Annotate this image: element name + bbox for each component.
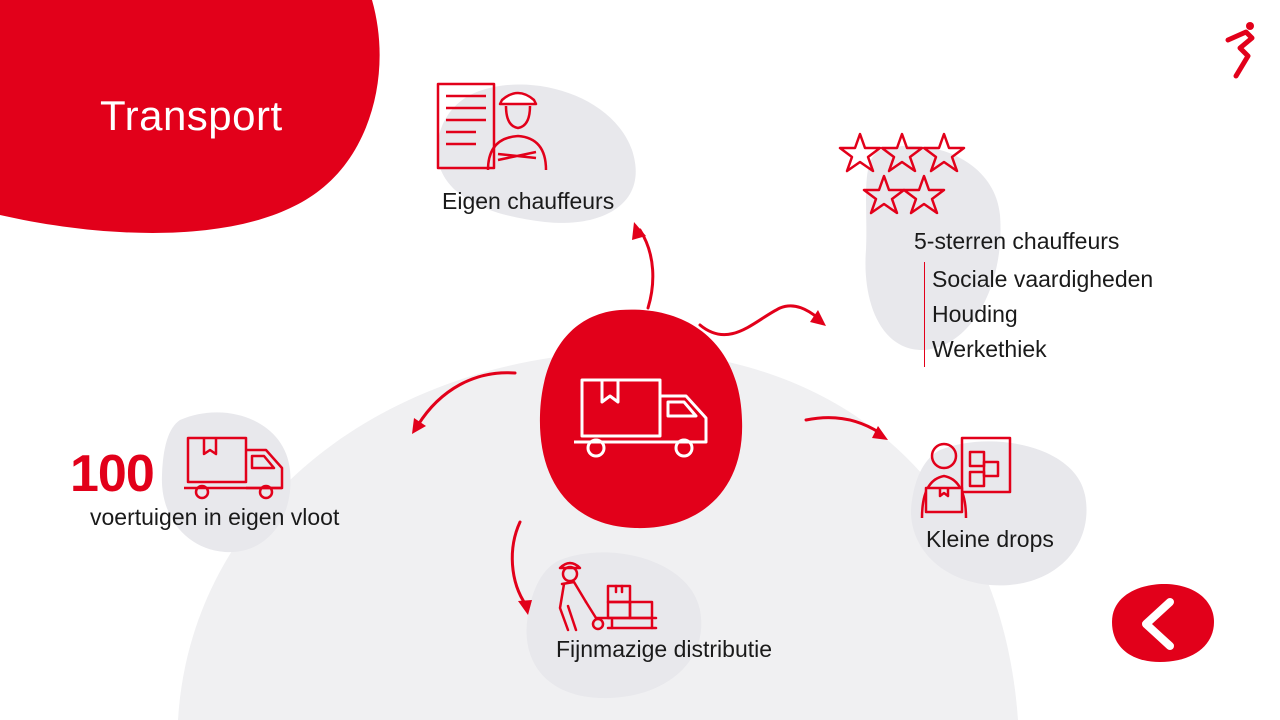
blob-fijnmazige xyxy=(526,552,702,699)
driver-with-truck-icon xyxy=(436,82,548,171)
runner-logo-icon xyxy=(1225,22,1255,79)
worker-with-hand-truck-icon xyxy=(558,561,658,632)
title-blob xyxy=(0,0,380,233)
blob-fivestar xyxy=(865,145,1001,351)
center-blob xyxy=(539,309,743,529)
fijnmazige-label: Fijnmazige distributie xyxy=(556,636,773,662)
kleine-drops-label: Kleine drops xyxy=(926,526,1054,552)
subitem-werkethiek: Werkethiek xyxy=(932,336,1047,362)
five-stars-icon xyxy=(838,132,966,215)
five-star-subitems: Sociale vaardigheden Houding Werkethiek xyxy=(924,262,1153,367)
blob-kleine xyxy=(910,441,1087,586)
center-truck-icon xyxy=(574,378,708,458)
fleet-count: 100 xyxy=(70,445,155,503)
fleet-truck-icon xyxy=(184,436,284,500)
courier-with-box-icon xyxy=(920,436,1012,519)
fleet-label: voertuigen in eigen vloot xyxy=(90,504,340,530)
page-title: Transport xyxy=(100,92,283,139)
arrow-fijnmazige xyxy=(510,520,528,607)
background-hill xyxy=(178,351,1018,720)
subitem-houding: Houding xyxy=(932,301,1018,327)
arrow-kleine xyxy=(804,416,882,435)
arrow-eigen xyxy=(638,228,655,310)
arrow-fivestar xyxy=(698,304,820,337)
subitem-sociale: Sociale vaardigheden xyxy=(932,266,1154,292)
five-star-label: 5-sterren chauffeurs xyxy=(914,228,1120,254)
blob-eigen xyxy=(437,84,636,223)
eigen-chauffeurs-label: Eigen chauffeurs xyxy=(442,188,615,214)
back-button[interactable] xyxy=(1102,582,1216,664)
chevron-left-icon xyxy=(1112,584,1214,662)
arrow-vloot xyxy=(416,371,517,427)
